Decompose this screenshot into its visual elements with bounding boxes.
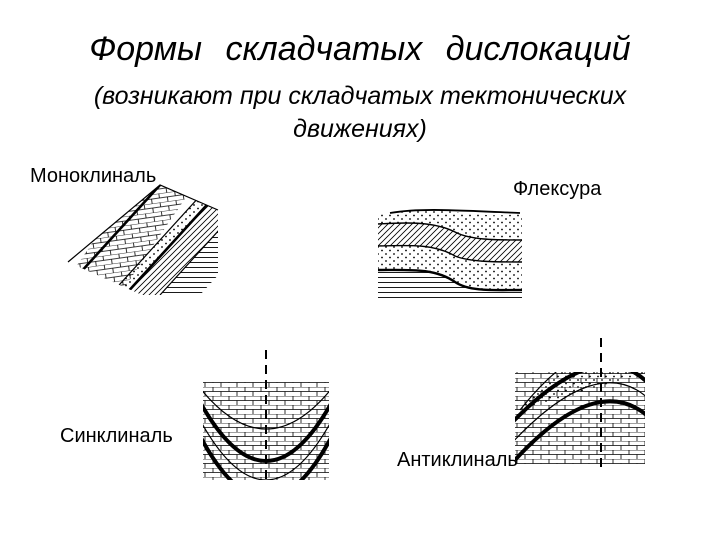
monocline-figure bbox=[67, 184, 219, 295]
label-syncline: Синклиналь bbox=[60, 425, 173, 447]
anticline-figure bbox=[515, 338, 645, 470]
label-monocline: Моноклиналь bbox=[30, 165, 157, 187]
label-anticline: Антиклиналь bbox=[397, 449, 518, 471]
label-flexure: Флексура bbox=[513, 178, 602, 200]
page-title: Формы складчатых дислокаций bbox=[89, 30, 631, 68]
page-subtitle: (возникают при складчатых тектонических … bbox=[0, 80, 720, 146]
subtitle-line-2: движениях) bbox=[293, 115, 427, 143]
flexure-figure bbox=[377, 209, 523, 300]
subtitle-line-1: (возникают при складчатых тектонических bbox=[93, 82, 627, 110]
syncline-figure bbox=[203, 350, 329, 485]
